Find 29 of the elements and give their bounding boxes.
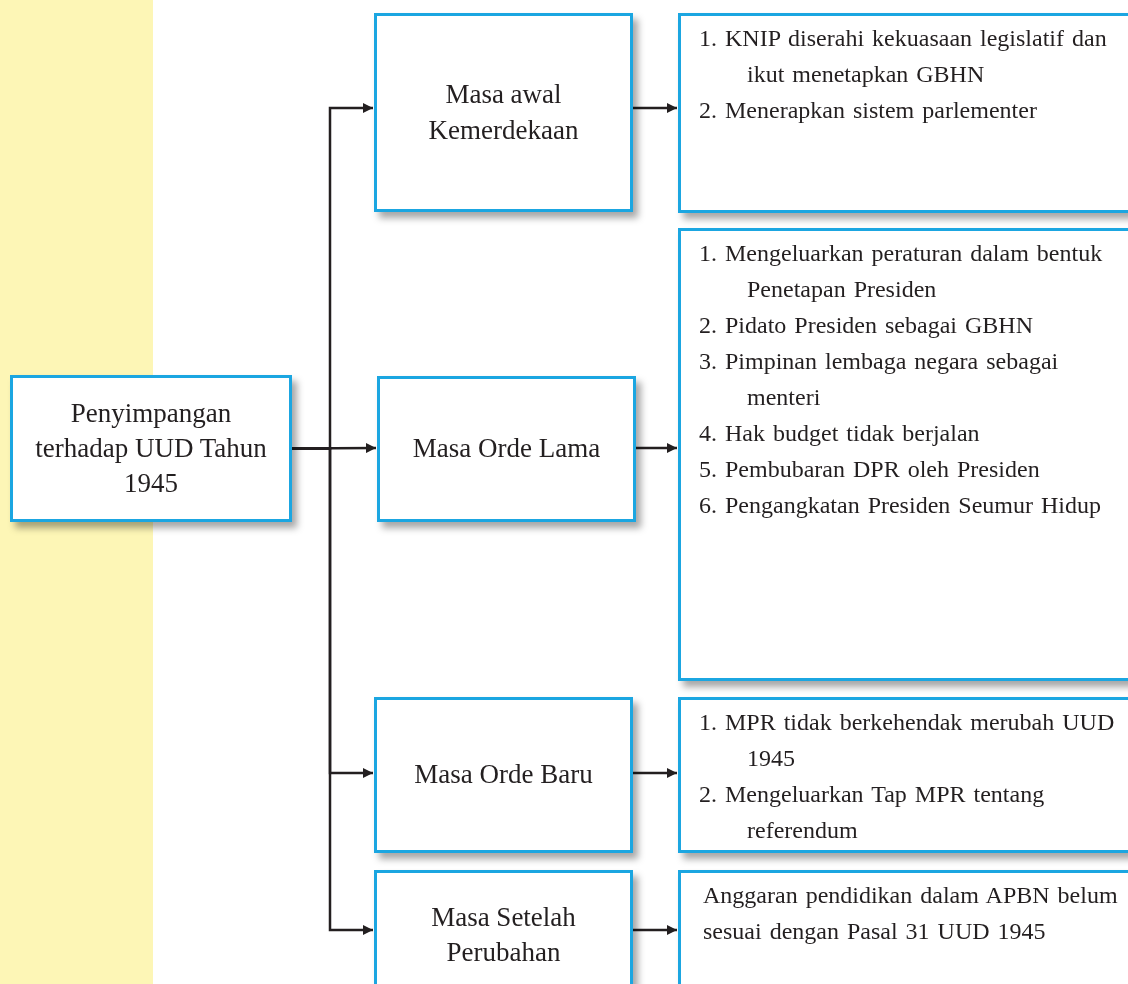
list-item: 6. Pengangkatan Presiden Seumur Hidup: [699, 491, 1102, 520]
arrow: [633, 768, 677, 778]
arrow: [633, 925, 677, 935]
box-label: Masa Orde Lama: [412, 432, 601, 466]
list-item: 2. Menerapkan sistem parlementer: [699, 96, 1038, 125]
box-label: Masa awal Kemerdekaan: [427, 78, 580, 147]
box-label: Masa Orde Baru: [414, 758, 593, 792]
process-box: [374, 870, 633, 984]
list-box: [678, 870, 1128, 984]
list-item: Anggaran pendidikan dalam APBN belum sesuai dengan Pasal 31 UUD 1945: [702, 881, 1119, 946]
arrow: [633, 103, 677, 113]
process-box: [374, 697, 633, 853]
list-item: 2. Pidato Presiden sebagai GBHN: [699, 311, 1034, 340]
process-box: [374, 13, 633, 212]
process-box: [10, 375, 292, 522]
list-item: 4. Hak budget tidak berjalan: [699, 419, 981, 448]
list-item: 1. MPR tidak berkehendak merubah UUD 1945: [699, 708, 1116, 773]
process-box: [377, 376, 636, 522]
list-item: 5. Pembubaran DPR oleh Presiden: [699, 455, 1041, 484]
list-box: [678, 697, 1128, 853]
list-item: 3. Pimpinan lembaga negara sebagai menteri: [699, 347, 1060, 412]
box-label: Penyimpangan terhadap UUD Tahun 1945: [34, 396, 268, 501]
box-label: Masa Setelah Perubahan: [430, 900, 577, 969]
list-item: 1. Mengeluarkan peraturan dalam bentuk Penetapan Presiden: [699, 239, 1104, 304]
arrow: [636, 443, 677, 453]
list-box: [678, 228, 1128, 681]
list-item: 2. Mengeluarkan Tap MPR tentang referendum: [699, 780, 1046, 845]
list-box: [678, 13, 1128, 213]
list-item: 1. KNIP diserahi kekuasaan legislatif dan ikut menetapkan GBHN: [699, 24, 1108, 89]
